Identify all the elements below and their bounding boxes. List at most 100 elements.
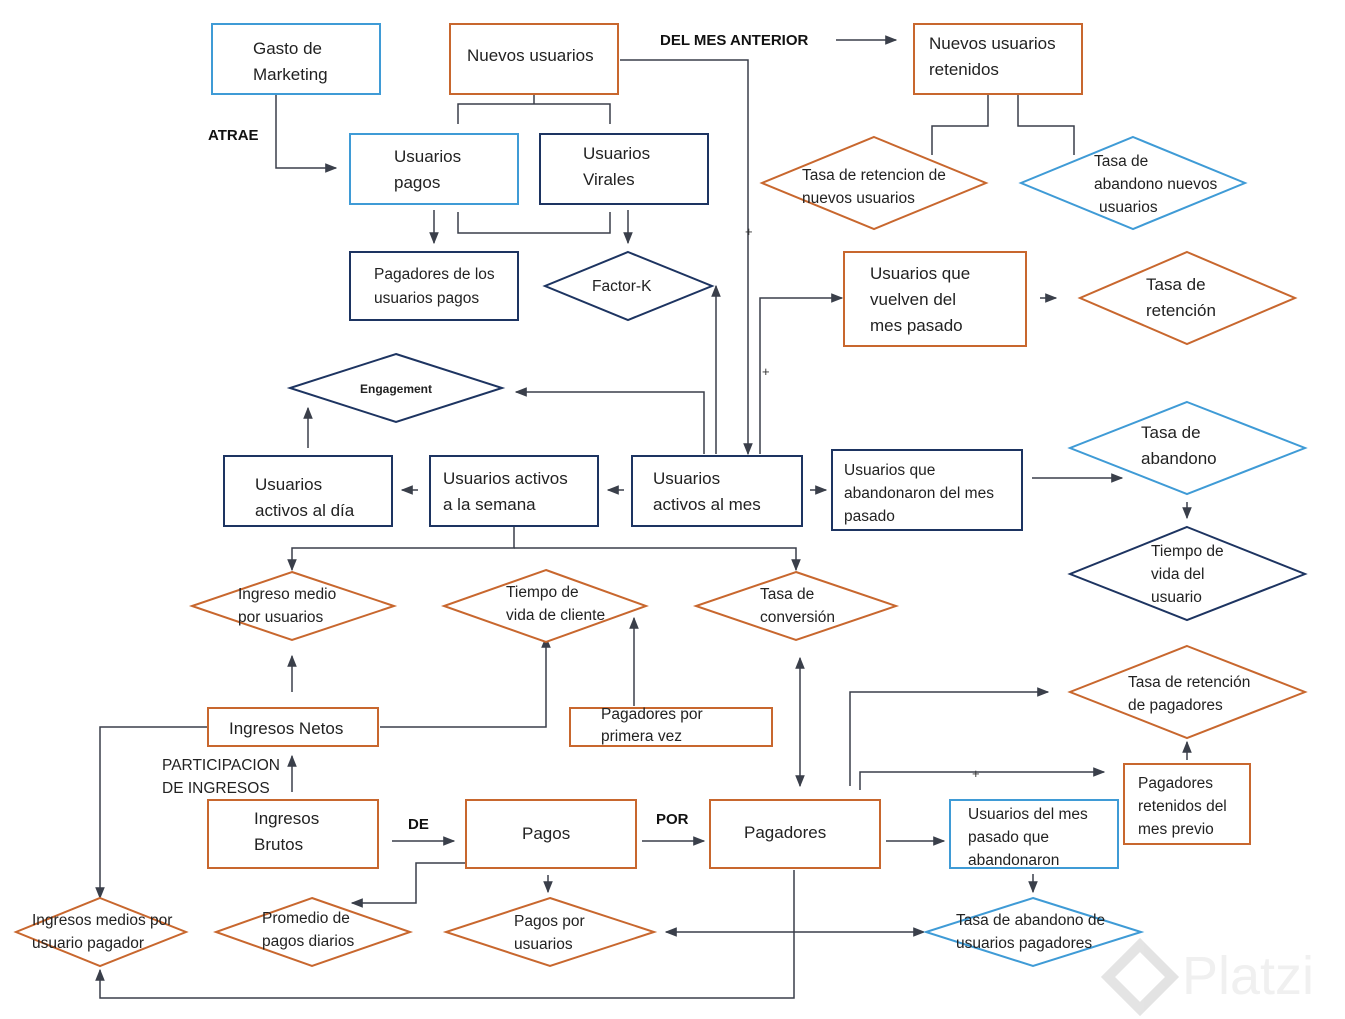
edge-netos-to-tiempo-cliente	[380, 635, 551, 728]
edge-nuevos-to-activos-mes	[620, 59, 753, 456]
svg-text:pasado: pasado	[844, 508, 895, 525]
box-usuarios-activos-semana: Usuarios activos a la semana	[429, 455, 599, 527]
svg-text:Engagement: Engagement	[360, 382, 432, 396]
svg-text:mes pasado: mes pasado	[870, 316, 963, 335]
edge-gasto-to-pagos	[275, 95, 338, 173]
diamond-ingresos-medios-pagador: Ingresos medios por usuario pagador	[13, 896, 189, 968]
boxes: Gasto de Marketing Nuevos usuarios Nuevo…	[207, 23, 1251, 869]
edge-retenidos-right	[1017, 95, 1075, 155]
svg-text:activos al día: activos al día	[255, 501, 355, 520]
box-usuarios-vuelven: Usuarios que vuelven del mes pasado	[843, 251, 1027, 347]
svg-text:Ingresos: Ingresos	[254, 809, 319, 828]
svg-text:Tasa de: Tasa de	[1146, 275, 1206, 294]
svg-text:usuario pagador: usuario pagador	[32, 935, 144, 952]
svg-text:pasado que: pasado que	[968, 829, 1049, 846]
svg-text:Tasa de abandono de: Tasa de abandono de	[956, 912, 1105, 929]
edge-pagadores-to-medios-pagador	[95, 870, 795, 999]
svg-text:Usuarios del mes: Usuarios del mes	[968, 806, 1088, 823]
box-usuarios-activos-mes: Usuarios activos al mes	[631, 455, 803, 527]
svg-text:Pagadores por: Pagadores por	[601, 706, 703, 723]
diamond-tasa-retencion-pagadores: Tasa de retención de pagadores	[1067, 644, 1308, 740]
edge-activos-to-vuelven	[759, 293, 844, 454]
diamond-tasa-abandono-nuevos: Tasa de abandono nuevos usuarios	[1018, 135, 1248, 231]
box-pagadores-retenidos: Pagadores retenidos del mes previo	[1123, 763, 1251, 845]
connectors	[95, 35, 1192, 999]
edge-activos-to-engagement	[514, 387, 705, 454]
label-atrae: ATRAE	[208, 127, 259, 144]
svg-text:Nuevos usuarios: Nuevos usuarios	[929, 34, 1056, 53]
svg-text:Promedio de: Promedio de	[262, 910, 350, 927]
diamond-tasa-retencion: Tasa de retención	[1077, 250, 1298, 346]
edge-semana-to-conversion	[514, 547, 801, 572]
box-ingresos-brutos: Ingresos Brutos	[207, 799, 379, 869]
svg-text:Usuarios: Usuarios	[653, 469, 720, 488]
edge-nuevos-bracket	[457, 103, 611, 124]
svg-text:activos al mes: activos al mes	[653, 495, 761, 514]
svg-text:Pagadores: Pagadores	[744, 823, 826, 842]
box-ingresos-netos: Ingresos Netos	[207, 707, 379, 747]
diamond-tiempo-vida-usuario: Tiempo de vida del usuario	[1067, 525, 1308, 622]
edge-factor-bracket	[457, 212, 611, 234]
svg-text:Usuarios activos: Usuarios activos	[443, 469, 568, 488]
box-usuarios-pagos: Usuarios pagos	[349, 133, 519, 205]
svg-text:primera vez: primera vez	[601, 728, 682, 745]
svg-text:Usuarios que: Usuarios que	[870, 264, 970, 283]
svg-text:Tasa de: Tasa de	[1094, 153, 1148, 170]
svg-text:Tiempo de: Tiempo de	[1151, 543, 1224, 560]
svg-text:Usuarios: Usuarios	[255, 475, 322, 494]
svg-text:Ingresos Netos: Ingresos Netos	[229, 719, 343, 738]
box-nuevos-usuarios: Nuevos usuarios	[449, 23, 619, 95]
svg-text:Pagadores de los: Pagadores de los	[374, 266, 495, 283]
box-nuevos-usuarios-retenidos: Nuevos usuarios retenidos	[913, 23, 1083, 95]
svg-text:por usuarios: por usuarios	[238, 609, 324, 626]
svg-text:vuelven del: vuelven del	[870, 290, 956, 309]
platzi-logo-icon	[1100, 937, 1180, 1017]
svg-text:Tasa de: Tasa de	[1141, 423, 1201, 442]
edge-labels: DEL MES ANTERIOR ATRAE PARTICIPACION DE …	[162, 32, 980, 833]
diamond-ingreso-medio: Ingreso medio por usuarios	[188, 570, 398, 642]
edge-pagos-to-promedio	[350, 862, 466, 908]
edge-semana-to-ingreso	[287, 526, 515, 572]
svg-text:Tiempo de: Tiempo de	[506, 584, 579, 601]
svg-text:Tasa de retencion de: Tasa de retencion de	[802, 167, 946, 184]
label-plus-2: +	[762, 364, 770, 379]
edge-retenidos-left	[931, 95, 989, 155]
box-gasto-marketing: Gasto de Marketing	[211, 23, 381, 95]
svg-text:de pagadores: de pagadores	[1128, 697, 1223, 714]
svg-text:abandono nuevos: abandono nuevos	[1094, 176, 1218, 193]
label-plus-3: +	[972, 766, 980, 781]
watermark-text: Platzi	[1182, 946, 1314, 1006]
svg-text:pagos: pagos	[394, 173, 440, 192]
svg-text:Ingreso medio: Ingreso medio	[238, 586, 336, 603]
svg-text:abandono: abandono	[1141, 449, 1217, 468]
diamond-engagement: Engagement	[286, 352, 506, 424]
diamond-factor-k: Factor-K	[542, 250, 715, 322]
svg-text:vida de cliente: vida de cliente	[506, 607, 605, 624]
svg-text:retención: retención	[1146, 301, 1216, 320]
svg-text:a la semana: a la semana	[443, 495, 536, 514]
diamonds: Tasa de retencion de nuevos usuarios Tas…	[13, 135, 1308, 968]
box-pagadores-usuarios-pagos: Pagadores de los usuarios pagos	[349, 251, 519, 321]
svg-text:Gasto de: Gasto de	[253, 39, 322, 58]
svg-text:conversión: conversión	[760, 609, 835, 626]
label-del-mes-anterior: DEL MES ANTERIOR	[660, 32, 809, 49]
svg-text:usuarios: usuarios	[1099, 199, 1158, 216]
svg-text:Virales: Virales	[583, 170, 635, 189]
edge-pagadores-to-tasa-ret	[849, 687, 1050, 786]
svg-text:abandonaron del mes: abandonaron del mes	[844, 485, 994, 502]
edge-pagadores-to-retenidos	[859, 767, 1106, 790]
box-usuarios-abandonaron: Usuarios que abandonaron del mes pasado	[831, 449, 1023, 531]
label-de: DE	[408, 816, 429, 833]
svg-text:usuarios pagadores: usuarios pagadores	[956, 935, 1092, 952]
diamond-tasa-abandono: Tasa de abandono	[1067, 400, 1308, 496]
svg-text:Pagadores: Pagadores	[1138, 775, 1213, 792]
svg-text:Tasa de retención: Tasa de retención	[1128, 674, 1250, 691]
svg-text:Usuarios: Usuarios	[583, 144, 650, 163]
diamond-tasa-retencion-nuevos: Tasa de retencion de nuevos usuarios	[759, 135, 989, 231]
box-pagadores: Pagadores	[709, 799, 881, 869]
svg-text:nuevos usuarios: nuevos usuarios	[802, 190, 915, 207]
svg-text:Brutos: Brutos	[254, 835, 303, 854]
diamond-promedio-pagos: Promedio de pagos diarios	[213, 896, 414, 968]
diamond-pagos-por-usuario: Pagos por usuarios	[442, 896, 658, 968]
